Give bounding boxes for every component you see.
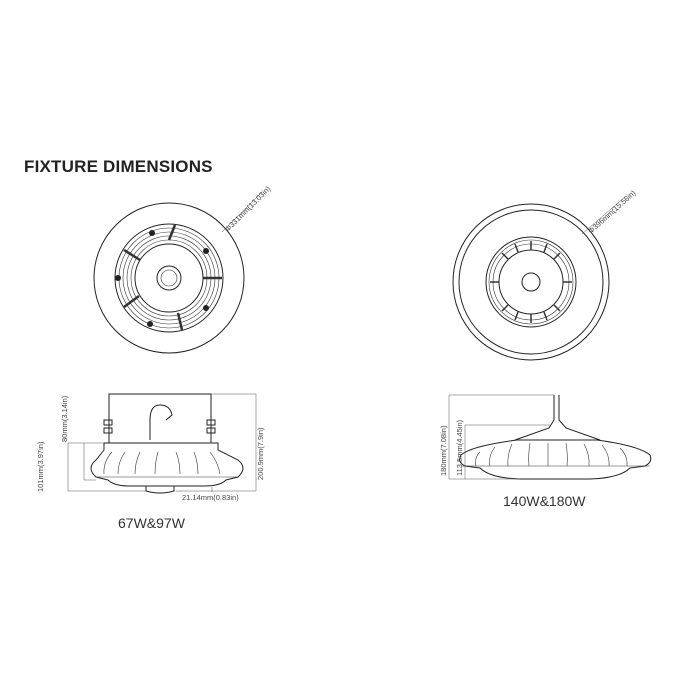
model2-top-view: Φ396mm(15.56in) xyxy=(452,188,638,361)
model1-bracket-height-label: 80mm(3.14in) xyxy=(60,395,69,442)
model2-body-height-label: 113.5mm(4.45in) xyxy=(455,419,464,476)
page-title: FIXTURE DIMENSIONS xyxy=(24,157,213,176)
model1-side-view: 200.9mm(7.9in) 101mm(3.97in) 80mm(3.14in… xyxy=(36,393,265,502)
model1-body-height-label: 101mm(3.97in) xyxy=(36,441,45,492)
model2-total-height-label: 180mm(7.08in) xyxy=(439,425,448,476)
model1-total-height-label: 200.9mm(7.9in) xyxy=(256,427,265,480)
model2-caption: 140W&180W xyxy=(503,493,586,509)
model1-sensor-offset-label: 21.14mm(0.83in) xyxy=(182,493,239,502)
model1-top-view: Φ331mm(13.03in) xyxy=(93,184,273,354)
model2-diameter-label: Φ396mm(15.56in) xyxy=(586,188,637,236)
model1-caption: 67W&97W xyxy=(118,515,185,531)
model1-diameter-label: Φ331mm(13.03in) xyxy=(223,184,273,234)
model2-side-view: 180mm(7.08in) 113.5mm(4.45in) xyxy=(439,394,652,480)
